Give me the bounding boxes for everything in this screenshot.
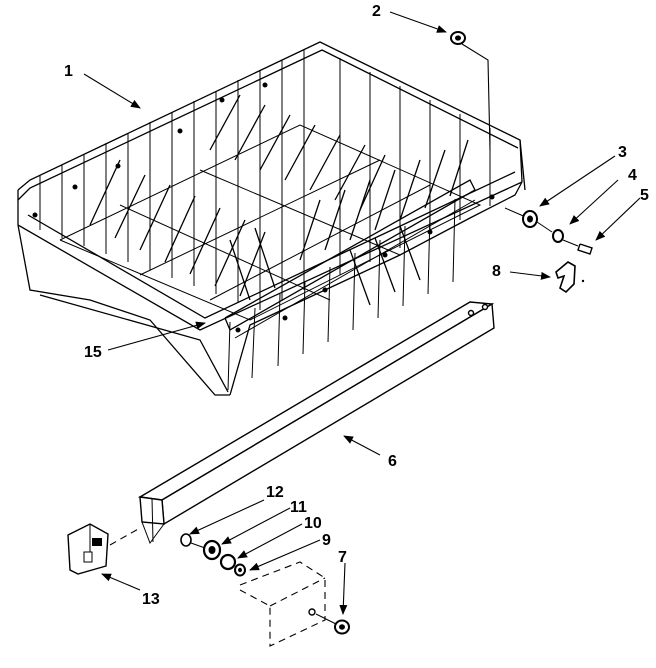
part-8-clip [555, 261, 585, 294]
wheel-axle-screw-assembly [504, 207, 593, 255]
callout-11: 11 [290, 499, 307, 516]
callout-13: 13 [142, 591, 160, 608]
callout-15: 15 [84, 344, 102, 361]
callout-2: 2 [372, 3, 381, 20]
part-2-stop [450, 31, 491, 151]
callout-labels: 1 2 3 4 5 8 15 6 12 11 10 9 7 13 [64, 3, 649, 608]
callout-6: 6 [388, 453, 397, 470]
dashed-bracket [239, 561, 337, 647]
part-13-endcap [67, 523, 141, 575]
callout-1: 1 [64, 63, 73, 80]
callout-12: 12 [266, 484, 284, 501]
callout-8: 8 [492, 263, 501, 280]
callout-9: 9 [322, 532, 331, 549]
leader-lines [83, 11, 641, 615]
end-wheel-stack [180, 533, 246, 577]
callout-3: 3 [618, 144, 627, 161]
callout-7: 7 [338, 549, 347, 566]
part-7-nut [334, 619, 350, 635]
callout-5: 5 [640, 187, 649, 204]
callout-10: 10 [304, 515, 322, 532]
dish-rack [17, 41, 526, 396]
track-rail [137, 301, 495, 545]
callout-4: 4 [628, 167, 637, 184]
